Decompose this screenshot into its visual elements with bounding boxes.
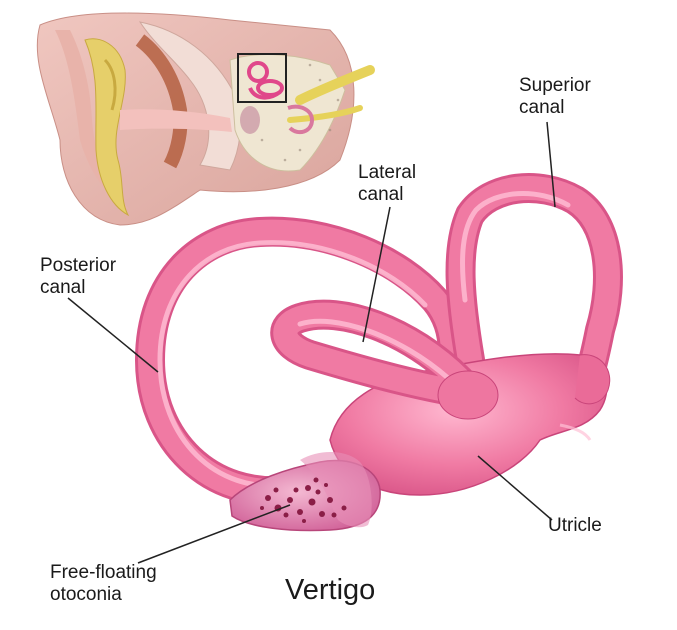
diagram-title: Vertigo (285, 574, 376, 606)
otoconia-particles (260, 477, 347, 523)
superior-canal (445, 173, 623, 405)
lateral-ampulla (437, 370, 499, 420)
label-lateral-canal: Lateral canal (358, 162, 417, 205)
label-otoconia: Free-floating otoconia (50, 562, 157, 605)
posterior-canal (135, 216, 468, 507)
label-posterior-canal: Posterior canal (40, 255, 117, 298)
label-utricle: Utricle (548, 515, 602, 536)
inset-highlight-box (237, 53, 287, 103)
leader-lateral (362, 206, 391, 343)
leader-otoconia (137, 504, 291, 564)
leader-utricle (477, 455, 553, 521)
ear-inset (36, 12, 375, 226)
lateral-canal (270, 299, 495, 410)
leader-lines (67, 121, 556, 564)
leader-posterior (67, 297, 159, 373)
leader-superior (546, 121, 556, 208)
inner-ear (135, 173, 623, 507)
label-superior-canal: Superior canal (519, 75, 591, 118)
